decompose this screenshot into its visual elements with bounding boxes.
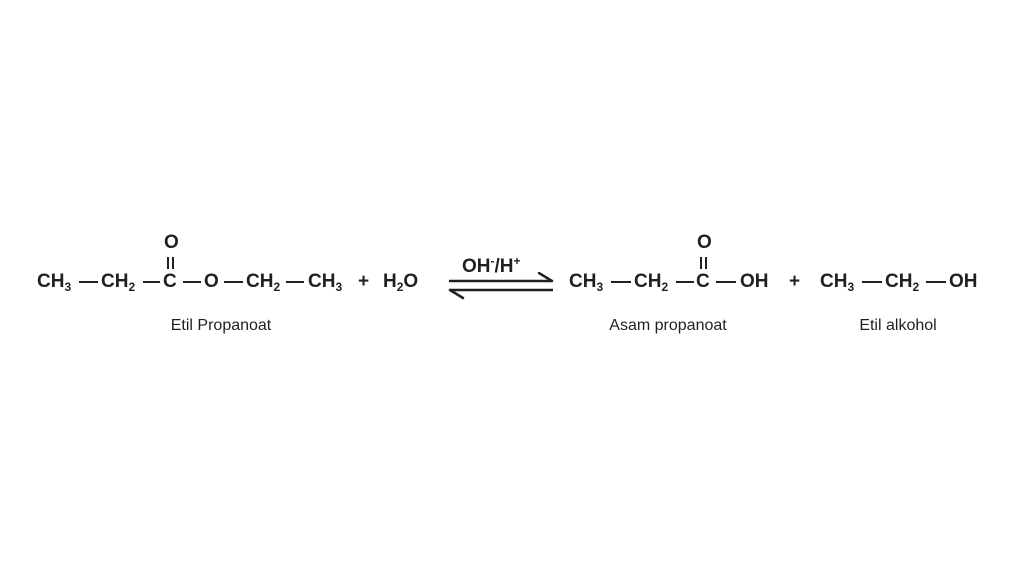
reactant-carbonyl-oxygen: O xyxy=(164,232,179,253)
bond-single xyxy=(143,281,160,283)
bond-single xyxy=(79,281,98,283)
acid-ch3-group: CH3 xyxy=(569,271,604,294)
acid-carbonyl-oxygen: O xyxy=(697,232,712,253)
catalyst-label: OH-/H+ xyxy=(462,254,521,277)
reactant-ester-oxygen: O xyxy=(204,271,219,292)
bond-single xyxy=(286,281,304,283)
alcohol-hydroxyl: OH xyxy=(949,271,978,292)
bond-single xyxy=(611,281,631,283)
equilibrium-arrow-icon xyxy=(448,272,554,300)
plus-sign: + xyxy=(358,271,370,292)
bond-single xyxy=(224,281,243,283)
reactant-ch2b-group: CH2 xyxy=(246,271,281,294)
alcohol-label: Etil alkohol xyxy=(859,317,937,334)
acid-ch2-group: CH2 xyxy=(634,271,669,294)
reactant-carbonyl-carbon: C xyxy=(163,271,177,292)
reactant-label: Etil Propanoat xyxy=(170,317,272,334)
acid-label: Asam propanoat xyxy=(609,317,727,334)
bond-double xyxy=(167,257,174,269)
acid-hydroxyl: OH xyxy=(740,271,769,292)
reactant-ch3b-group: CH3 xyxy=(308,271,343,294)
acid-carbonyl-carbon: C xyxy=(696,271,710,292)
bond-double xyxy=(700,257,707,269)
reactant-ch3-group: CH3 xyxy=(37,271,72,294)
bond-single xyxy=(183,281,201,283)
plus-sign: + xyxy=(789,271,801,292)
alcohol-ch2-group: CH2 xyxy=(885,271,920,294)
bond-single xyxy=(926,281,946,283)
bond-single xyxy=(716,281,736,283)
alcohol-ch3-group: CH3 xyxy=(820,271,855,294)
bond-single xyxy=(676,281,694,283)
reactant-ch2-group: CH2 xyxy=(101,271,136,294)
bond-single xyxy=(862,281,882,283)
water-molecule: H2O xyxy=(383,271,419,294)
